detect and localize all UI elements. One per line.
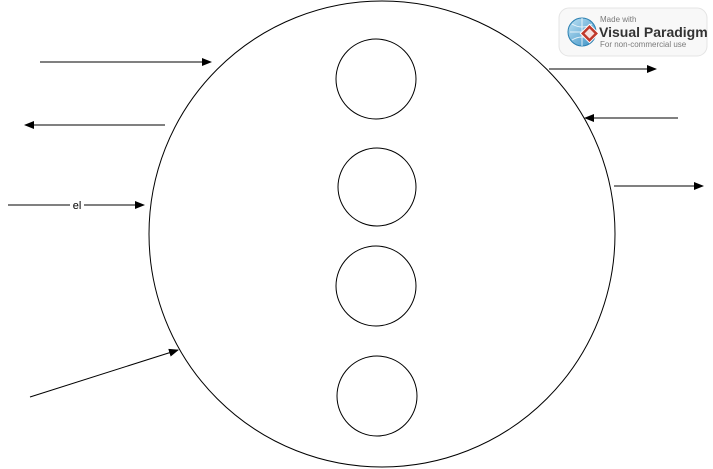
inner-circle-2[interactable]	[337, 147, 417, 227]
watermark-background	[558, 7, 708, 57]
visual-paradigm-logo-icon	[567, 17, 600, 47]
arrow-in-left-bottom[interactable]	[29, 348, 179, 398]
inner-circle-1[interactable]	[335, 38, 417, 120]
watermark-brand: Visual Paradigm	[599, 24, 708, 40]
watermark-badge: Made with Visual Paradigm For non-commer…	[558, 7, 708, 57]
main-process-circle[interactable]	[148, 0, 616, 468]
edge-label-bg	[70, 198, 84, 211]
inner-circle-4[interactable]	[336, 355, 418, 437]
watermark-subtitle: For non-commercial use	[600, 40, 687, 49]
inner-circle-3[interactable]	[335, 245, 417, 327]
watermark-made-with: Made with	[600, 15, 636, 24]
edge-label: el	[73, 200, 82, 212]
